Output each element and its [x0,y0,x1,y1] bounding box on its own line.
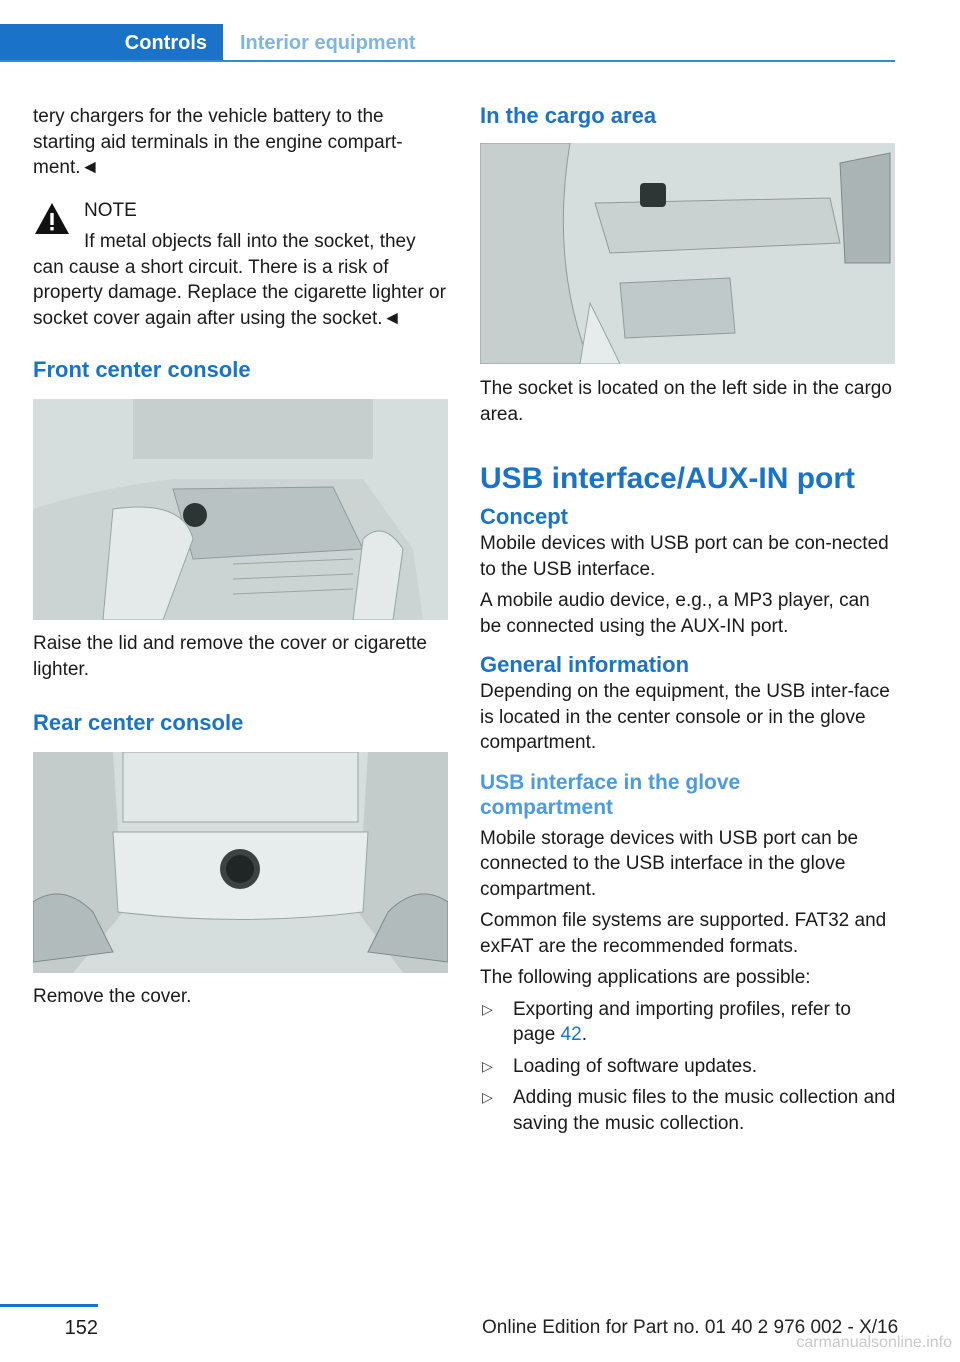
general-text: Depending on the equipment, the USB inte… [480,681,890,753]
header-rule [0,60,895,62]
front-console-text: Raise the lid and remove the cover or ci… [33,633,427,680]
applications-list: ▷ Exporting and importing profiles, refe… [480,997,896,1137]
page-number: 152 [64,1317,98,1339]
cargo-text: The socket is located on the left side i… [480,378,892,425]
rear-console-heading: Rear center console [33,710,244,735]
front-console-image [33,399,448,620]
glove-heading: USB interface in the glove compartment [480,770,741,819]
list-item-text: Exporting and importing profiles, refer … [513,998,851,1046]
page-link[interactable]: 42 [560,1024,582,1045]
rear-console-text: Remove the cover. [33,986,192,1007]
front-console-heading: Front center console [33,357,251,382]
triangle-bullet-icon: ▷ [482,1089,493,1105]
general-heading: General information [480,652,690,677]
tab-controls[interactable]: Controls [0,24,223,62]
list-item: ▷ Loading of software updates. [480,1054,896,1080]
cargo-heading: In the cargo area [480,103,657,128]
warning-icon [33,199,71,238]
note-text: If metal objects fall into the socket, t… [33,231,446,329]
list-item: ▷ Exporting and importing profiles, refe… [480,997,896,1048]
tab-interior-equipment[interactable]: Interior equipment [240,32,416,54]
concept-heading: Concept [480,504,568,529]
edition-text: Online Edition for Part no. 01 40 2 976 … [482,1317,899,1338]
left-column: tery chargers for the vehicle battery to… [33,104,449,1010]
concept-text-1: Mobile devices with USB port can be con-… [480,533,889,580]
glove-text-1: Mobile storage devices with USB port can… [480,827,859,900]
concept-text-2: A mobile audio device, e.g., a MP3 playe… [480,590,870,637]
right-column: In the cargo area The socket is located … [480,101,896,1136]
note-block: NOTE If metal objects fall into the sock… [33,198,449,332]
triangle-bullet-icon: ▷ [482,1000,493,1017]
rear-console-image [33,752,448,973]
intro-text: tery chargers for the vehicle battery to… [33,106,403,178]
footer-rule [0,1304,98,1307]
triangle-bullet-icon: ▷ [482,1057,493,1074]
list-item-suffix: . [581,1024,587,1045]
note-title: NOTE [84,199,137,221]
usb-heading: USB interface/AUX-IN port [480,462,856,495]
cargo-area-image [480,143,895,364]
list-item: ▷ Adding music files to the music collec… [480,1085,896,1136]
list-item-text: Adding music files to the music collecti… [513,1087,896,1134]
page-header: Controls Interior equipment [0,24,895,62]
list-item-text: Loading of software updates. [513,1055,758,1077]
watermark-text: carmanualsonline.info [796,1334,952,1351]
glove-text-2: Common file systems are supported. FAT32… [480,910,887,957]
glove-text-3: The following applications are possible: [480,967,811,988]
